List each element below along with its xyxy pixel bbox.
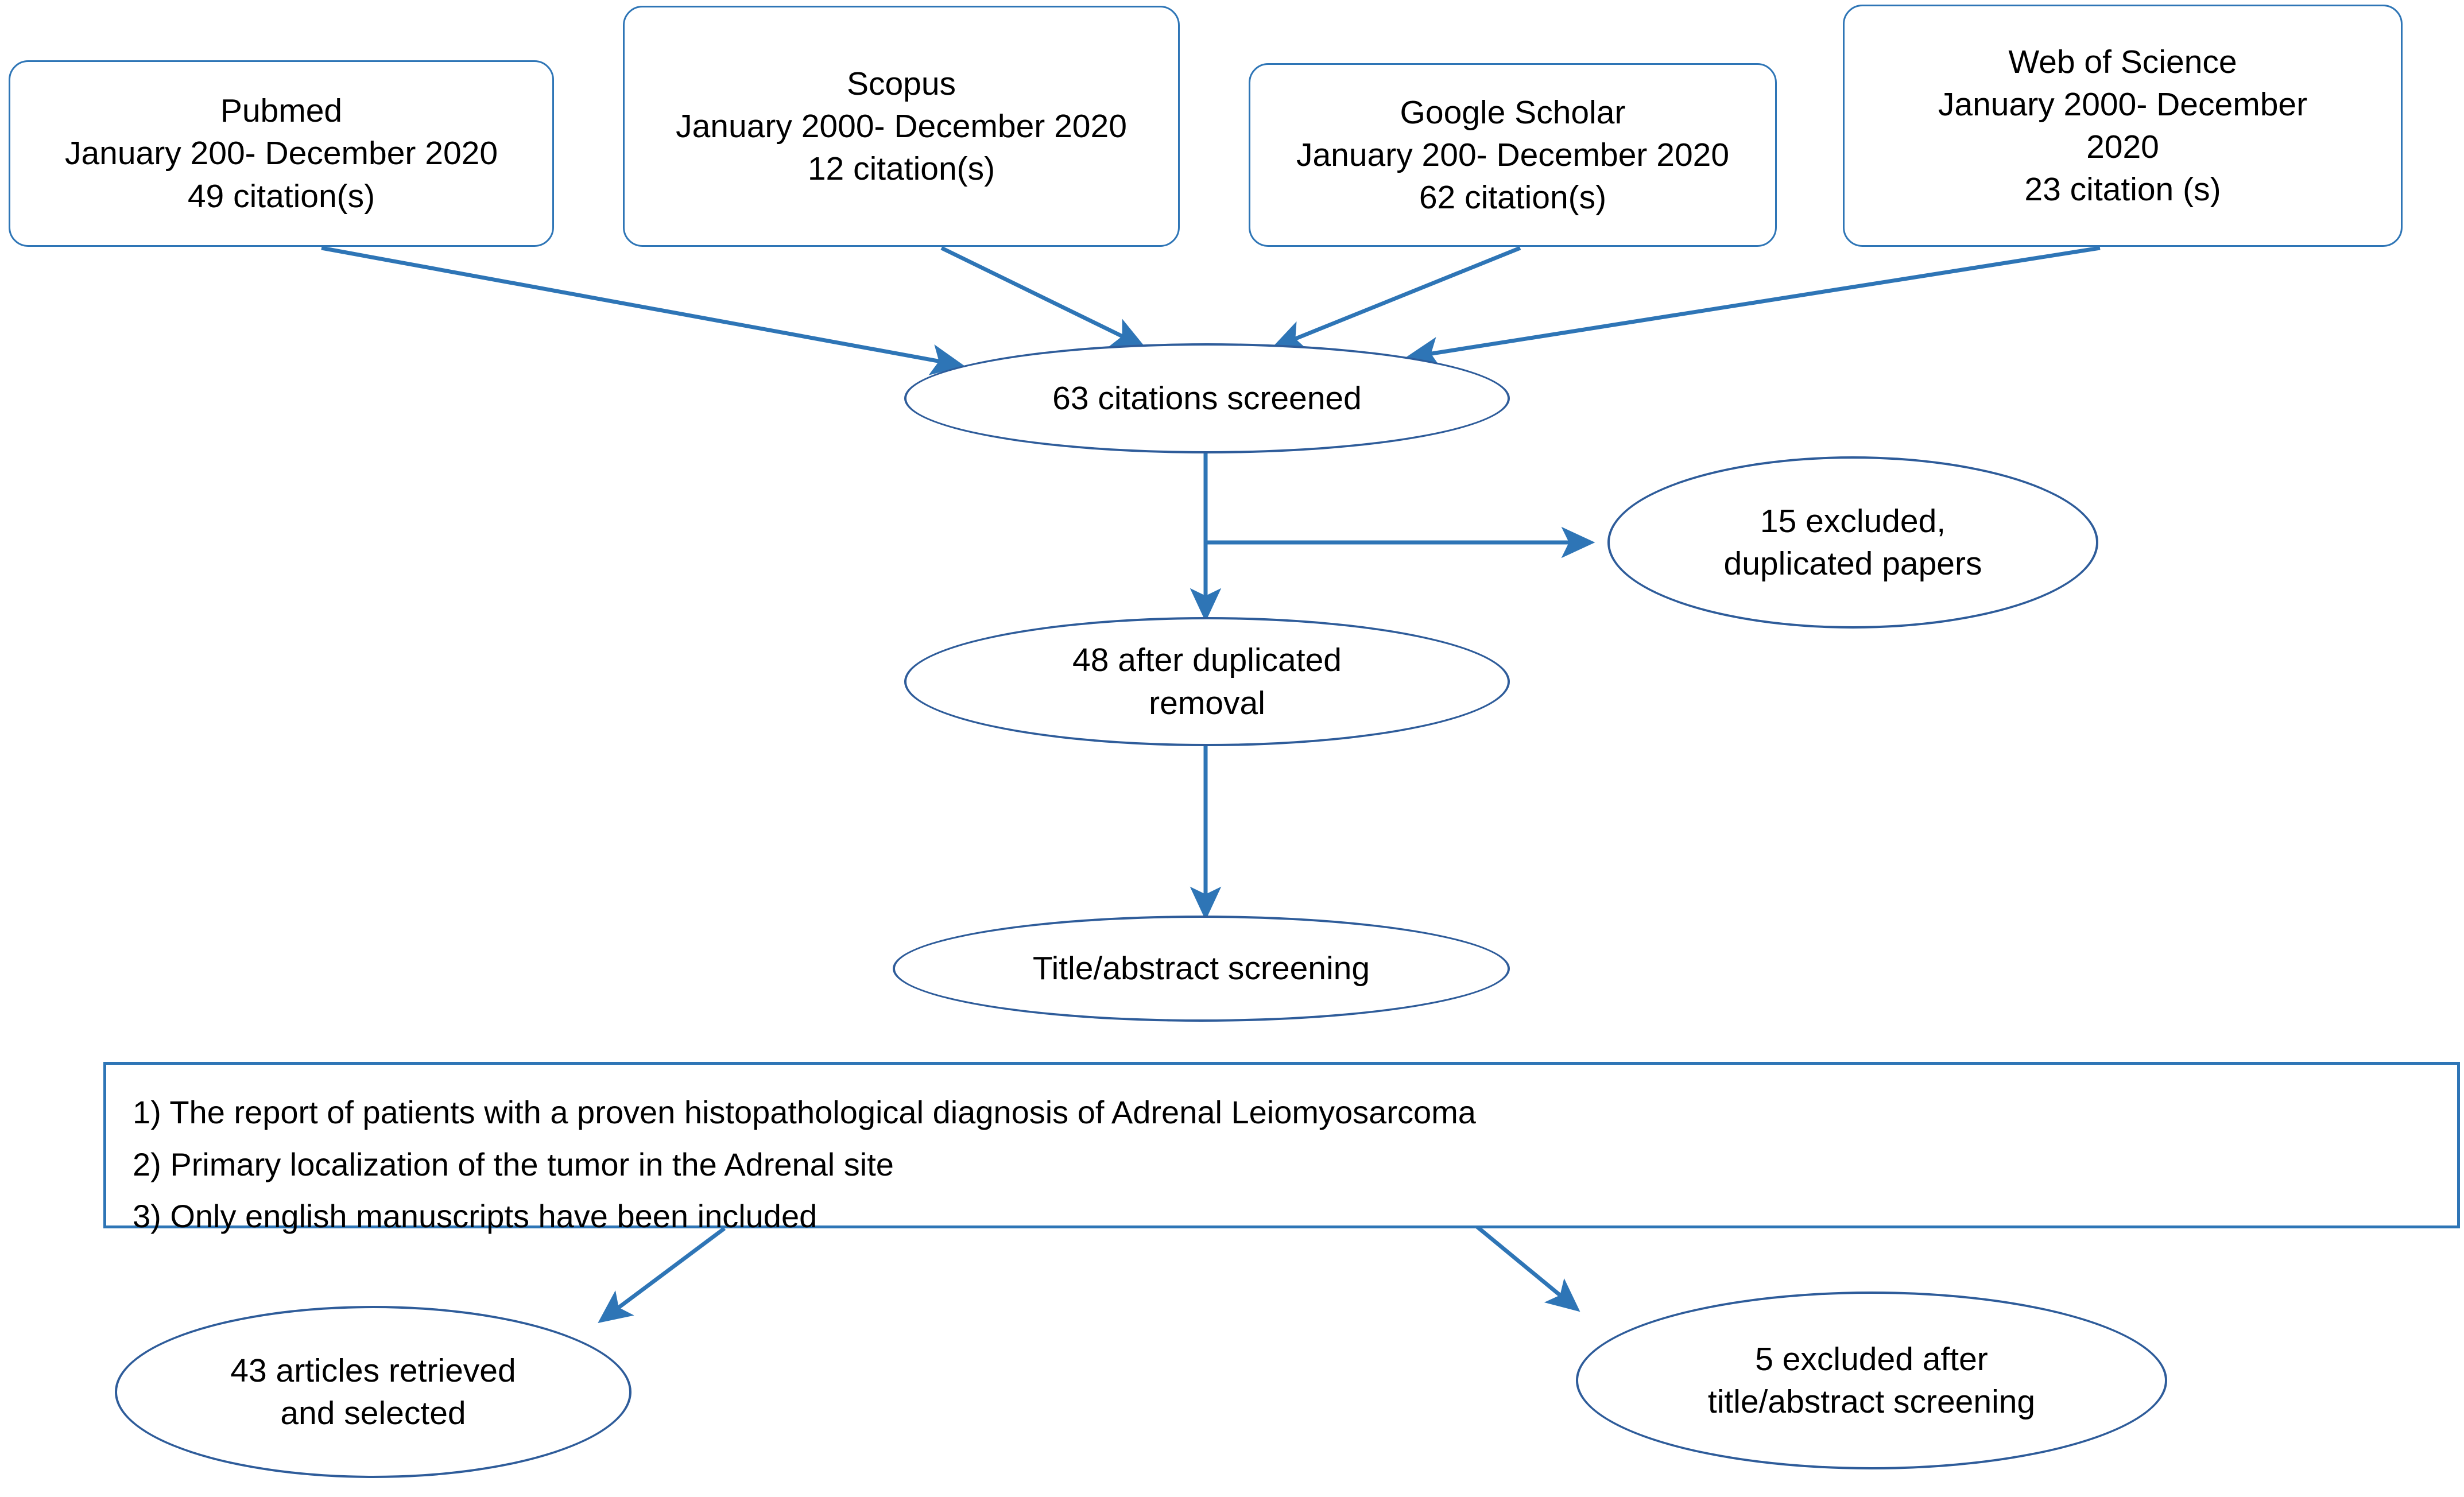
stage-duplicates-excluded[interactable]: 15 excluded, duplicated papers — [1607, 456, 2098, 629]
source-date-range: January 2000- December 2020 — [676, 107, 1127, 145]
stage-label: 63 citations screened — [1052, 379, 1362, 417]
edge-scopus-to-screened — [940, 246, 1146, 348]
source-name: Google Scholar — [1400, 94, 1626, 131]
source-citations: 62 citation(s) — [1419, 179, 1607, 216]
edge-web-of-science-to-screened — [1405, 246, 2101, 369]
stage-excluded-after-screening[interactable]: 5 excluded after title/abstract screenin… — [1576, 1292, 2167, 1469]
source-name: Scopus — [846, 65, 956, 102]
inclusion-criteria-box[interactable]: 1) The report of patients with a proven … — [103, 1062, 2460, 1234]
edge-google-scholar-to-screened — [1271, 246, 1521, 351]
stage-title-abstract-screening[interactable]: Title/abstract screening — [893, 916, 1510, 1022]
criteria-item-1: 1) The report of patients with a proven … — [133, 1094, 1476, 1130]
stage-articles-retrieved[interactable]: 43 articles retrieved and selected — [115, 1306, 632, 1478]
criteria-item-2: 2) Primary localization of the tumor in … — [133, 1146, 894, 1182]
source-date-range-line2: 2020 — [2086, 129, 2159, 165]
source-box-pubmed[interactable]: Pubmed January 200- December 2020 49 cit… — [9, 60, 554, 247]
source-box-google-scholar[interactable]: Google Scholar January 200- December 202… — [1249, 63, 1777, 247]
stage-label-line2: removal — [1149, 684, 1265, 722]
stage-after-duplicate-removal[interactable]: 48 after duplicated removal — [904, 617, 1510, 746]
source-citations: 49 citation(s) — [187, 177, 375, 215]
stage-label-line2: and selected — [280, 1395, 466, 1432]
source-citations: 23 citation (s) — [2024, 171, 2221, 208]
stage-label-line1: 48 after duplicated — [1072, 642, 1342, 679]
stage-label: Title/abstract screening — [1032, 950, 1370, 987]
source-date-range-line1: January 2000- December — [1938, 86, 2308, 123]
source-box-scopus[interactable]: Scopus January 2000- December 2020 12 ci… — [623, 6, 1180, 247]
source-box-web-of-science[interactable]: Web of Science January 2000- December 20… — [1843, 5, 2403, 247]
stage-citations-screened[interactable]: 63 citations screened — [904, 343, 1510, 453]
source-date-range: January 200- December 2020 — [1296, 136, 1730, 173]
stage-label-line2: duplicated papers — [1723, 545, 1982, 582]
edge-pubmed-to-screened — [321, 246, 965, 375]
source-date-range: January 200- December 2020 — [64, 135, 498, 172]
source-name: Web of Science — [2008, 43, 2237, 80]
stage-label-line2: title/abstract screening — [1707, 1383, 2036, 1420]
source-citations: 12 citation(s) — [807, 150, 995, 188]
stage-label-line1: 15 excluded, — [1760, 502, 1946, 540]
stage-label-line1: 5 excluded after — [1755, 1340, 1988, 1378]
criteria-item-3: 3) Only english manuscripts have been in… — [133, 1198, 818, 1235]
stage-label-line1: 43 articles retrieved — [230, 1352, 516, 1389]
source-name: Pubmed — [220, 92, 343, 130]
